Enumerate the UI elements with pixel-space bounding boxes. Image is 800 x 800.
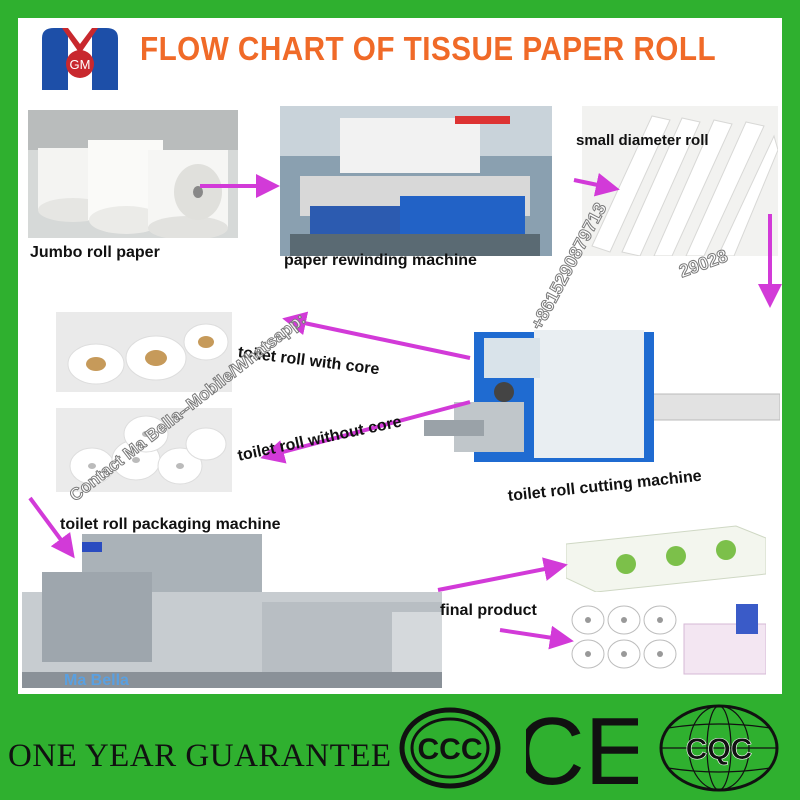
label-final-product: final product — [440, 602, 537, 619]
cqc-text: CQC — [686, 733, 753, 766]
arrow-rewinding-to-small-roll — [573, 172, 620, 197]
rewinding-machine-photo — [280, 106, 552, 256]
label-jumbo-roll: Jumbo roll paper — [30, 244, 160, 261]
ce-mark: CE — [526, 704, 638, 792]
label-rewinding-machine: paper rewinding machine — [284, 252, 477, 269]
logo-text: GM — [70, 57, 91, 72]
arrow-to-final-rolls — [499, 625, 574, 650]
label-small-roll: small diameter roll — [576, 132, 709, 149]
roll-with-core-photo — [56, 312, 232, 392]
arrow-to-final-pack — [437, 557, 568, 592]
watermark-bottom-name: Ma Bella — [64, 672, 129, 689]
arrow-to-with-core — [282, 311, 471, 360]
packaging-machine-photo — [22, 532, 442, 688]
page-title: FLOW CHART OF TISSUE PAPER ROLL — [140, 30, 717, 67]
label-packaging-machine: toilet roll packaging machine — [60, 516, 281, 533]
final-product-rolls-photo — [566, 598, 766, 678]
jumbo-roll-photo — [28, 110, 238, 238]
arrow-to-packaging — [28, 496, 75, 559]
company-logo: GM — [34, 24, 126, 94]
cutting-machine-photo — [424, 322, 780, 472]
final-product-pack-photo — [566, 514, 766, 592]
ce-text: CE — [526, 704, 638, 792]
ccc-text: CCC — [418, 733, 483, 766]
ccc-mark: CCC — [398, 706, 502, 790]
arrow-to-without-core — [260, 400, 471, 464]
guarantee-text: ONE YEAR GUARANTEE — [8, 738, 392, 774]
roll-without-core-photo — [56, 408, 232, 492]
cqc-mark: CQC — [656, 702, 782, 794]
